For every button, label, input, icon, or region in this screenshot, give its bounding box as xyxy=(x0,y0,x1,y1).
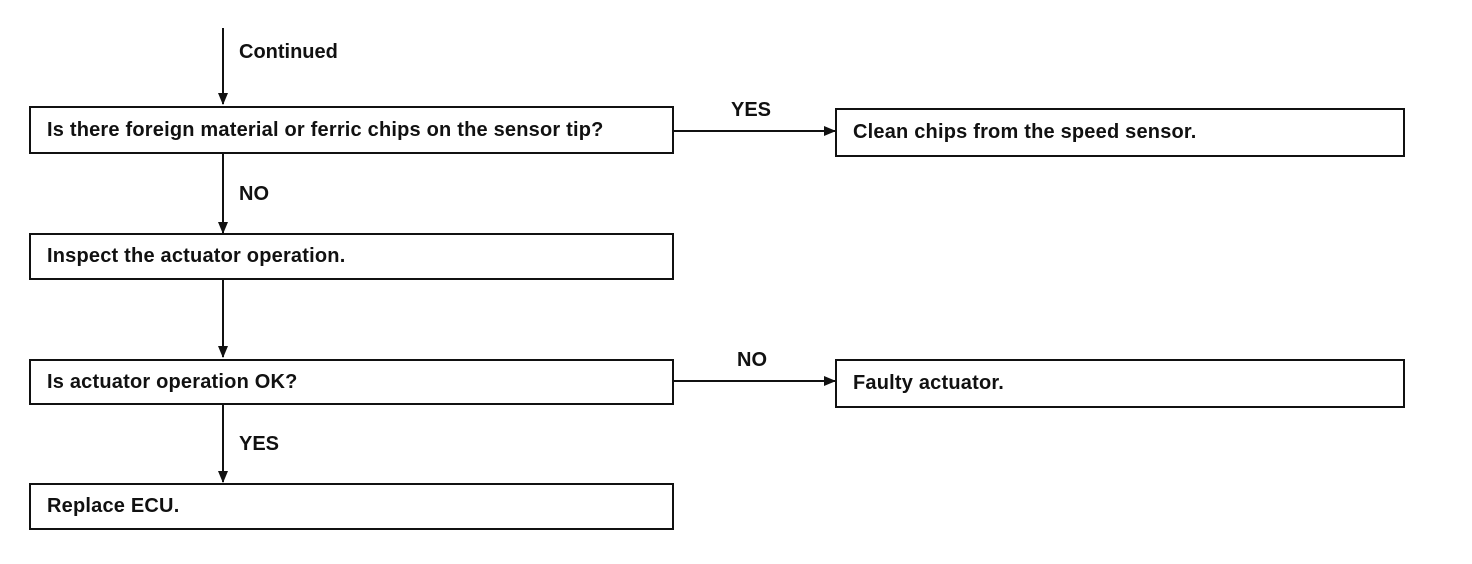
action-text-replace-ecu: Replace ECU. xyxy=(47,495,180,517)
continued-label: Continued xyxy=(239,41,338,63)
step3-no-label: NO xyxy=(737,349,767,371)
step3-yes-label: YES xyxy=(239,433,280,455)
step1-no-label: NO xyxy=(239,183,269,205)
action-text-inspect-actuator: Inspect the actuator operation. xyxy=(47,245,346,267)
result-box-clean-chips: Clean chips from the speed sensor. xyxy=(835,108,1405,157)
question-box-actuator-ok: Is actuator operation OK? xyxy=(29,359,674,405)
action-box-replace-ecu: Replace ECU. xyxy=(29,483,674,530)
question-text-foreign-material: Is there foreign material or ferric chip… xyxy=(47,118,604,141)
result-box-faulty-actuator: Faulty actuator. xyxy=(835,359,1405,408)
result-text-faulty-actuator: Faulty actuator. xyxy=(853,372,1005,394)
action-box-inspect-actuator: Inspect the actuator operation. xyxy=(29,233,674,280)
question-text-actuator-ok: Is actuator operation OK? xyxy=(47,370,298,393)
result-text-clean-chips: Clean chips from the speed sensor. xyxy=(853,121,1197,143)
question-box-foreign-material: Is there foreign material or ferric chip… xyxy=(29,106,674,154)
step1-yes-label: YES xyxy=(731,99,772,121)
